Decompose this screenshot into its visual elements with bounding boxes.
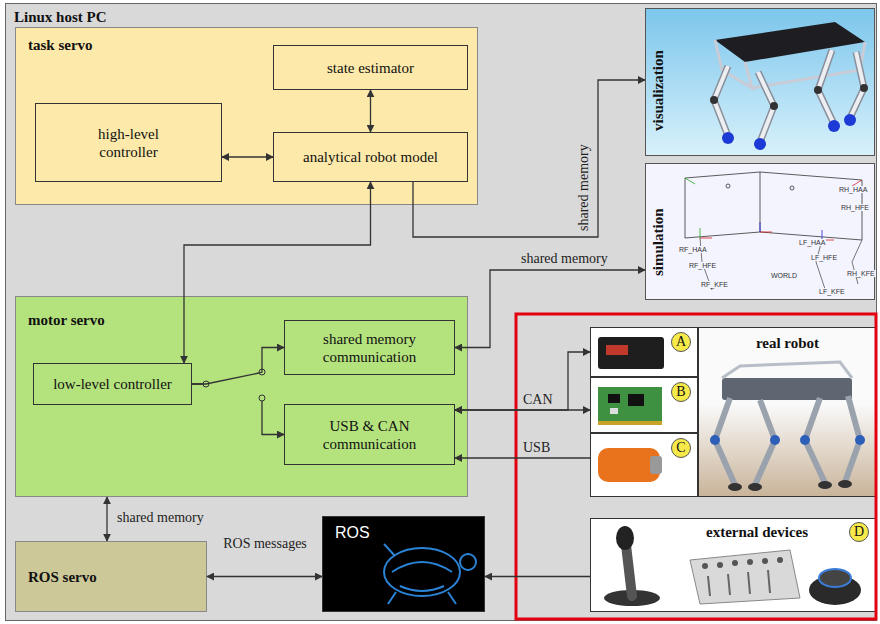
- device-pictures: [598, 337, 664, 482]
- joint-label: RF_KFE: [700, 281, 729, 288]
- joint-label: WORLD: [770, 272, 798, 279]
- host-panel: Linux host PC task servo state estimator hi…: [5, 3, 877, 621]
- joint-label: RH_KFE: [846, 270, 876, 277]
- joint-label: RF_HFE: [688, 262, 717, 269]
- edge-label: shared memory: [116, 510, 205, 526]
- connector: [455, 352, 590, 410]
- panel-title: simulation: [649, 208, 667, 276]
- panel-title: external devices: [706, 523, 808, 541]
- process-box: shared memory communication: [284, 320, 455, 375]
- connector: [222, 156, 273, 157]
- connector: [207, 576, 322, 577]
- panel-title: motor servo: [28, 311, 105, 329]
- box-label: low-level controller: [49, 375, 176, 393]
- joint-label: RH_HFE: [840, 204, 870, 211]
- callout-number: D: [849, 522, 869, 542]
- callout-number: B: [671, 382, 691, 402]
- box-label: analytical robot model: [299, 148, 442, 166]
- connector: [370, 90, 371, 132]
- edge-label: ROS messages: [222, 536, 308, 552]
- edge-label: shared memory: [576, 143, 592, 232]
- joint-label: LF_KFE: [818, 288, 846, 295]
- edge-label: CAN: [522, 392, 554, 408]
- connector: [455, 270, 645, 348]
- box-label: state estimator: [323, 59, 418, 77]
- process-box: USB & CAN communication: [284, 404, 455, 465]
- connector: [455, 409, 590, 410]
- box-label: high-level controller: [70, 125, 188, 161]
- panel-title: ROS: [335, 523, 370, 542]
- process-box: state estimator: [273, 45, 468, 90]
- joint-label: LF_HAA: [798, 239, 826, 246]
- joint-label: LF_HFE: [810, 254, 838, 261]
- servo-panel: ROS servo: [15, 541, 207, 612]
- process-box: analytical robot model: [273, 132, 468, 182]
- ros-logo: [384, 544, 476, 604]
- external-device-pictures: [604, 526, 861, 606]
- connector: [455, 457, 590, 458]
- joint-label: RH_HAA: [838, 186, 868, 193]
- box-label: shared memory communication: [291, 330, 449, 366]
- panel-title: Linux host PC: [14, 8, 107, 26]
- panel-title: task servo: [28, 36, 93, 54]
- connector: [413, 80, 645, 237]
- joint-label: RF_HAA: [678, 246, 708, 253]
- panel-title: visualization: [649, 50, 667, 131]
- hardware-region: [516, 314, 876, 619]
- process-box: high-level controller: [35, 103, 222, 182]
- connector: [192, 348, 284, 385]
- simulation-frames: [685, 172, 862, 292]
- callout-number: A: [671, 332, 691, 352]
- connector: [192, 384, 284, 435]
- real-robot-photo: [710, 362, 865, 491]
- edge-label: shared memory: [520, 251, 609, 267]
- panel-title: ROS servo: [28, 568, 97, 586]
- callout-number: C: [671, 438, 691, 458]
- servo-panel: task servo state estimator high-level cont…: [15, 27, 478, 205]
- visualization-robot: [710, 22, 868, 150]
- servo-panel: motor servo low-level controller shared me…: [15, 296, 468, 497]
- connector: [485, 576, 590, 577]
- edge-label: USB: [522, 440, 551, 456]
- connector: [106, 497, 107, 541]
- connector: [184, 182, 371, 363]
- panel-title: real robot: [699, 334, 876, 352]
- process-box: low-level controller: [33, 363, 192, 405]
- box-label: USB & CAN communication: [291, 417, 449, 453]
